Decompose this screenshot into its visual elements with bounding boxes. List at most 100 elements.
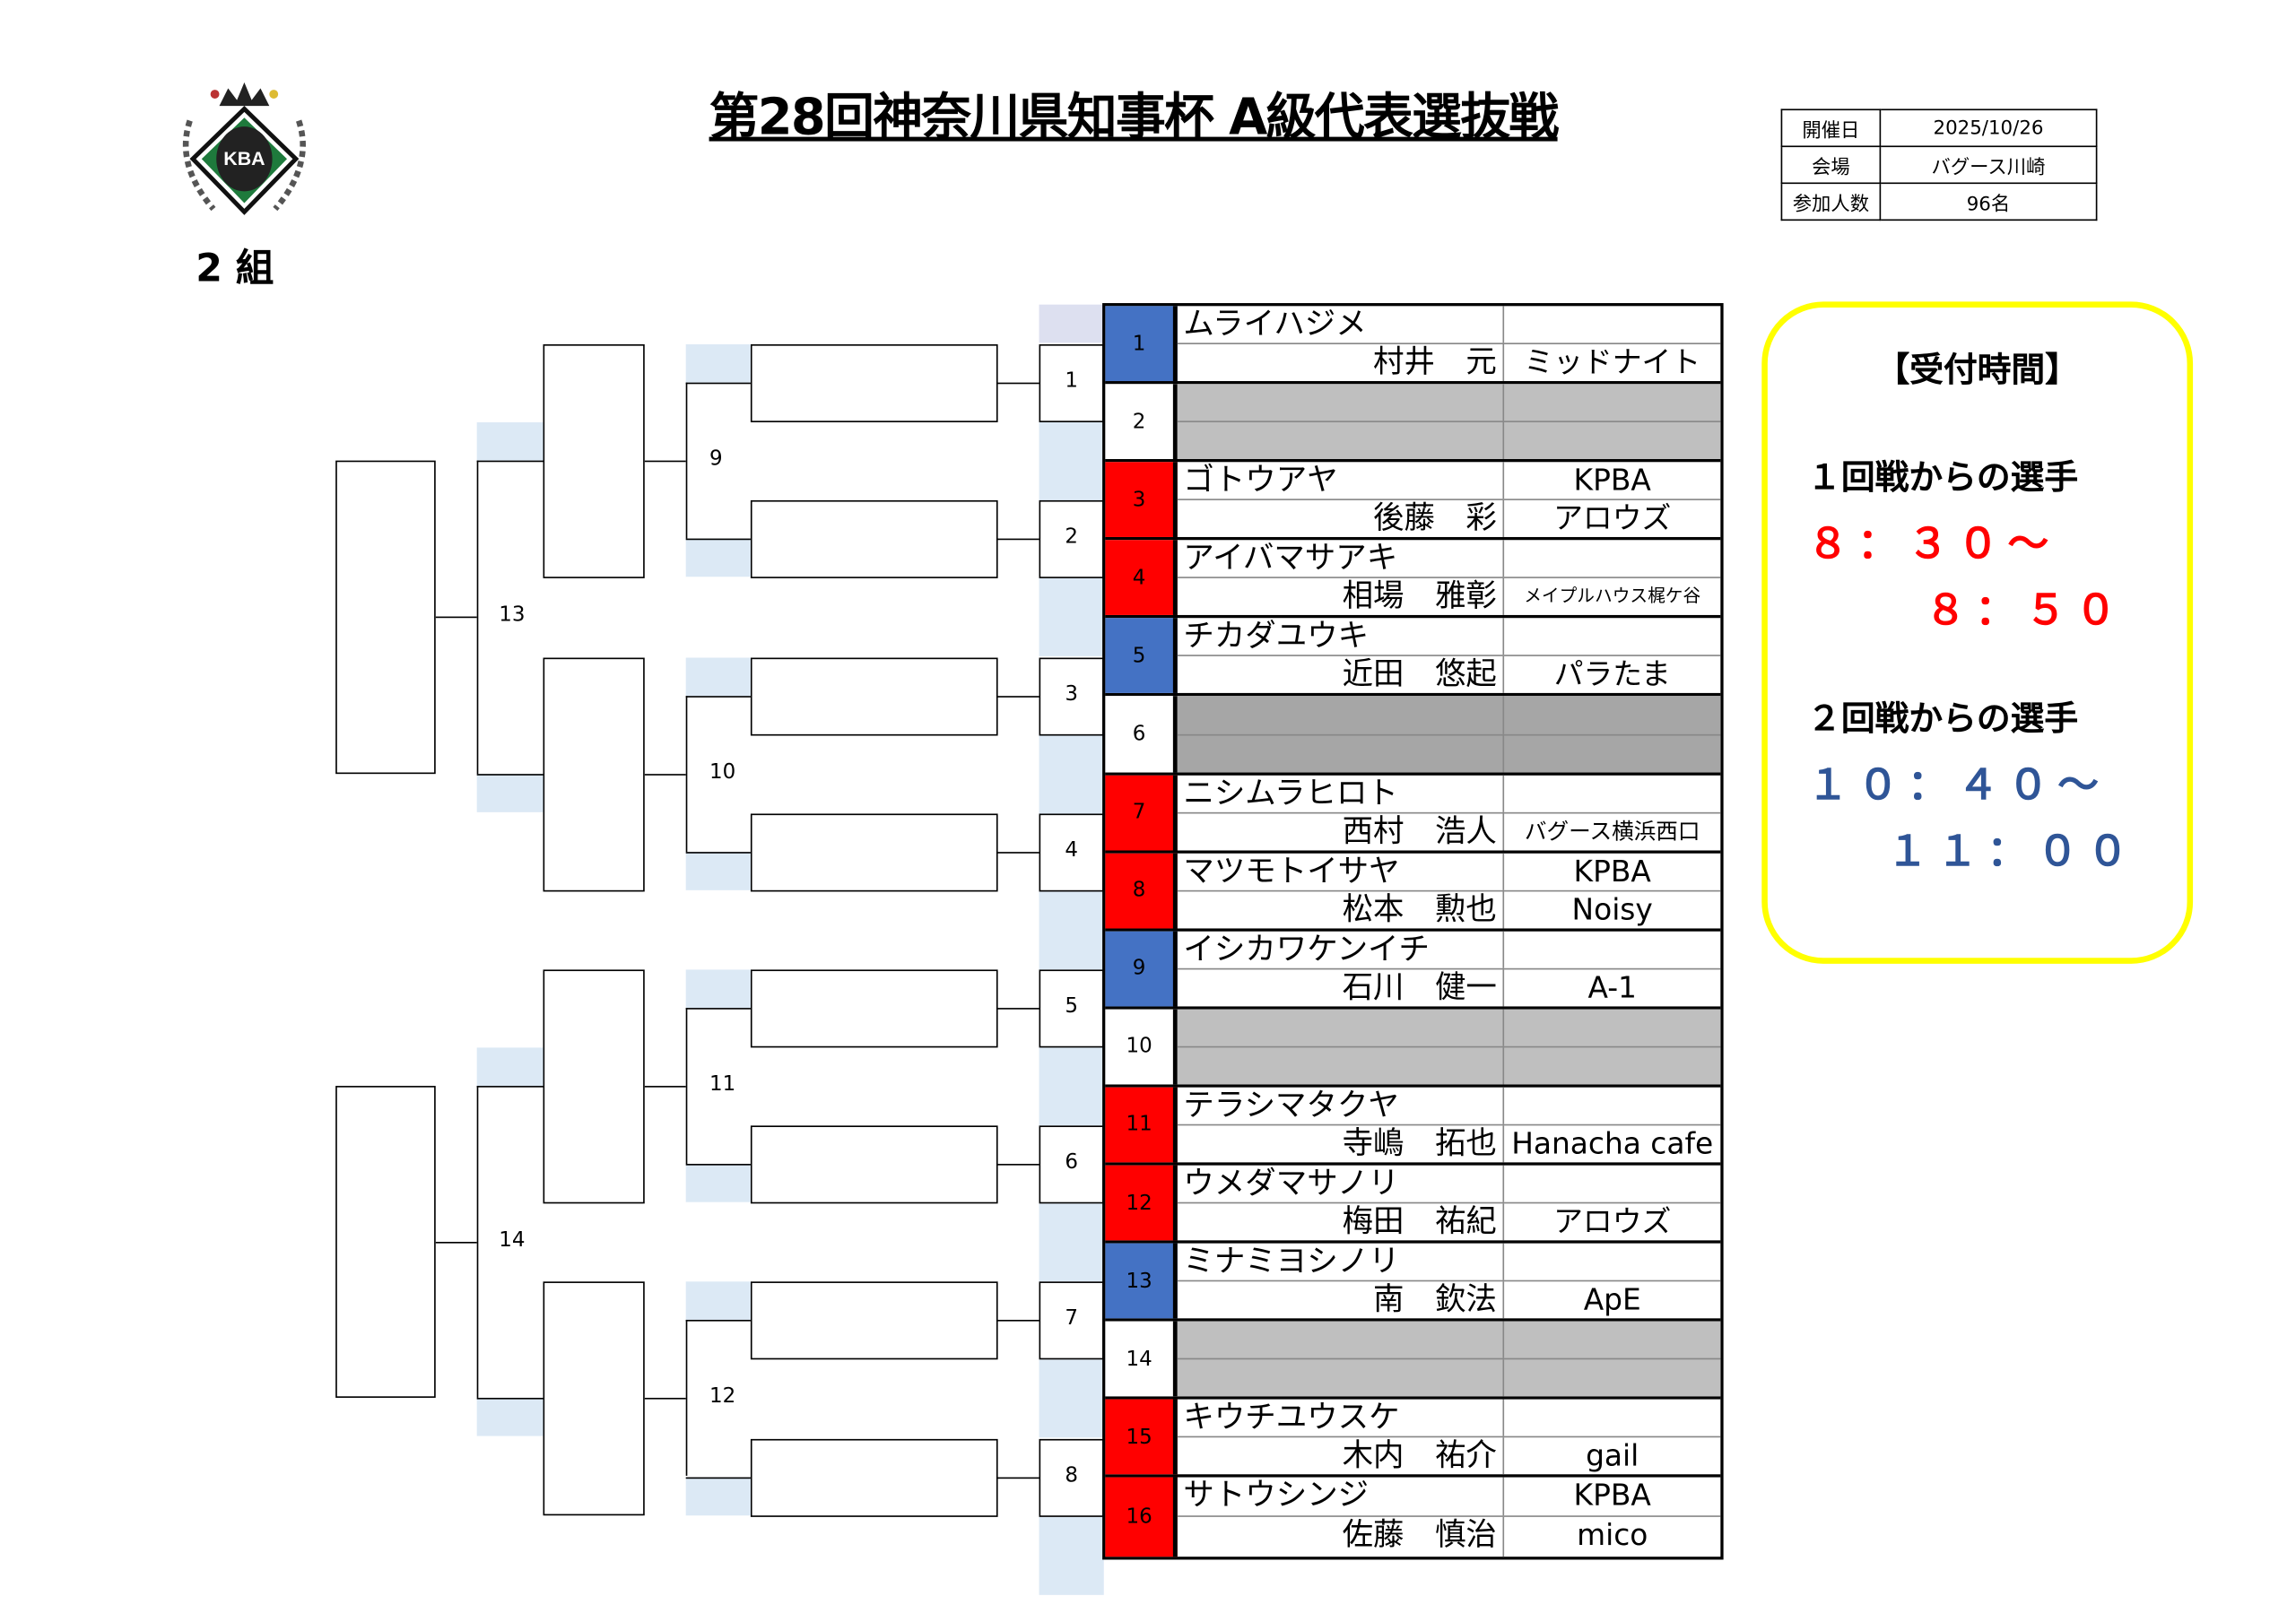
bracket-line — [685, 1320, 688, 1477]
player-name: 梅田 祐紀 — [1178, 1203, 1505, 1241]
club-upper: KPBA — [1573, 462, 1651, 498]
round1-label: １回戦からの選手 — [1807, 458, 2079, 498]
bracket-line — [476, 773, 544, 776]
match-number: 7 — [1065, 1306, 1078, 1331]
player-name: 後藤 彩 — [1178, 500, 1505, 538]
winner-box — [543, 344, 645, 579]
player-name: 南 欽法 — [1178, 1281, 1505, 1319]
bracket-line — [685, 1007, 688, 1165]
player-row: 14 — [1105, 1321, 1721, 1401]
winner-box — [750, 969, 998, 1048]
round2-time-from: １０：４０～ — [1807, 760, 2108, 810]
player-kana — [1178, 1009, 1505, 1046]
bracket-shade — [1039, 577, 1104, 657]
club-name: バグース横浜西口 — [1524, 817, 1700, 845]
club-upper — [1504, 306, 1720, 343]
winner-box — [750, 812, 998, 891]
seed-number: 9 — [1105, 931, 1178, 1007]
player-kana: ウメダマサノリ — [1178, 1165, 1505, 1202]
player-kana — [1178, 1321, 1505, 1359]
bracket-line — [996, 851, 1039, 854]
seed-number: 11 — [1105, 1087, 1178, 1163]
player-name: 寺嶋 拓也 — [1178, 1125, 1505, 1163]
player-name: 相場 雅彰 — [1178, 578, 1505, 616]
bracket-shade — [1039, 889, 1104, 970]
bracket-shade — [685, 656, 751, 696]
bracket-line — [644, 773, 686, 776]
match-number: 3 — [1065, 681, 1078, 706]
player-name: 石川 健一 — [1178, 969, 1505, 1007]
bracket-line — [996, 539, 1039, 541]
club-name — [1504, 1360, 1720, 1397]
info-label: 開催日 — [1780, 108, 1882, 148]
match-box — [1039, 500, 1104, 579]
bracket-line — [435, 617, 477, 619]
bracket-shade — [476, 773, 544, 812]
info-row-venue: 会場バグース川崎 — [1780, 145, 2098, 185]
info-label: 会場 — [1780, 145, 1882, 185]
club-upper: KPBA — [1573, 1478, 1651, 1514]
match-number: 6 — [1065, 1150, 1078, 1175]
player-name — [1178, 422, 1505, 460]
club-upper: KPBA — [1573, 853, 1651, 889]
bracket-shade — [476, 1398, 544, 1437]
seed-number: 13 — [1105, 1243, 1178, 1319]
bracket-shade — [1039, 1514, 1104, 1595]
bracket-shade — [1039, 421, 1104, 501]
match-box — [1039, 656, 1104, 735]
player-name — [1178, 734, 1505, 772]
player-row: 4 アイバマサアキ 相場 雅彰メイプルハウス梶ケ谷 — [1105, 540, 1721, 619]
club-name: mico — [1577, 1517, 1648, 1553]
round1-time-from: ８：３０～ — [1807, 519, 2058, 568]
bracket-shade — [476, 1047, 544, 1087]
club-upper — [1504, 619, 1720, 655]
winner-box — [335, 460, 436, 774]
player-kana: ゴトウアヤ — [1178, 462, 1505, 499]
bracket-line — [996, 1476, 1039, 1479]
seed-number: 6 — [1105, 696, 1178, 772]
match-number: 13 — [499, 603, 526, 628]
match-box — [1039, 812, 1104, 891]
player-name: 村井 元 — [1178, 344, 1505, 382]
club-name: Noisy — [1571, 890, 1653, 927]
match-number: 4 — [1065, 837, 1078, 863]
player-name: 近田 悠起 — [1178, 656, 1505, 694]
bracket-shade — [1039, 304, 1104, 343]
round2-label: ２回戦からの選手 — [1807, 700, 2079, 739]
club-upper — [1504, 1088, 1720, 1124]
reception-box — [1761, 301, 2194, 964]
player-name: 木内 祐介 — [1178, 1437, 1505, 1475]
info-value: 2025/10/26 — [1879, 108, 2098, 148]
player-kana: ムライハジメ — [1178, 306, 1505, 343]
bracket-line — [685, 1164, 751, 1166]
winner-box — [543, 656, 645, 891]
match-number: 5 — [1065, 994, 1078, 1019]
bracket-shade — [685, 1164, 751, 1202]
player-kana: アイバマサアキ — [1178, 540, 1505, 577]
club-name: ミッドナイト — [1524, 344, 1701, 380]
seed-number: 7 — [1105, 775, 1178, 850]
club-name — [1504, 735, 1720, 772]
reception-title: 【受付時間】 — [1875, 351, 2079, 390]
club-name: ApE — [1583, 1281, 1641, 1317]
player-kana: イシカワケンイチ — [1178, 931, 1505, 968]
player-kana: キウチユウスケ — [1178, 1400, 1505, 1437]
match-number: 11 — [709, 1072, 736, 1097]
kba-logo: KBA — [170, 76, 319, 223]
winner-box — [750, 1281, 998, 1360]
bracket-line — [476, 460, 544, 463]
club-name — [1504, 422, 1720, 459]
club-upper — [1504, 931, 1720, 967]
player-row: 10 — [1105, 1009, 1721, 1088]
seed-number: 12 — [1105, 1165, 1178, 1241]
bracket-shade — [685, 539, 751, 577]
winner-box — [543, 1281, 645, 1517]
match-number: 10 — [709, 759, 736, 784]
bracket-shade — [685, 344, 751, 383]
